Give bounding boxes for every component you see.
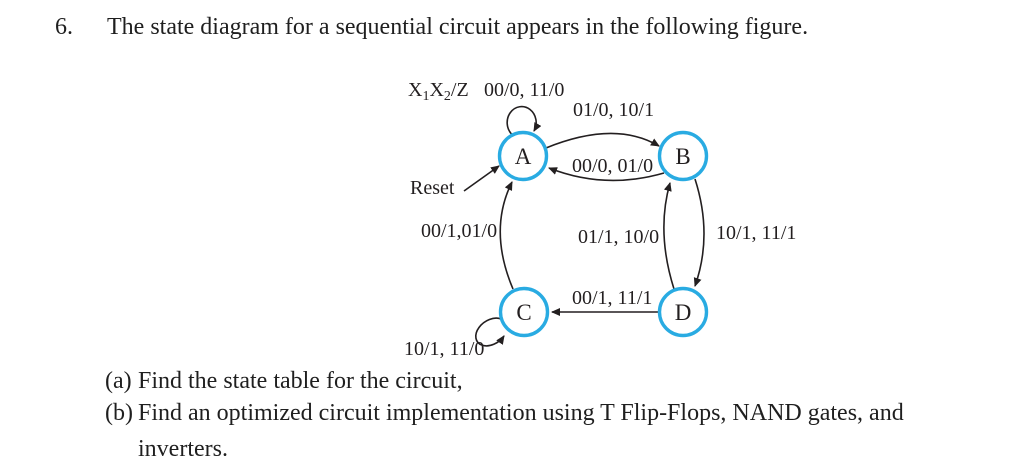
transition-arc-a-self	[506, 105, 542, 136]
problem-number: 6.	[55, 14, 73, 40]
state-circle-B	[657, 130, 709, 182]
question-a-label: (a)	[105, 368, 132, 394]
question-a-text: Find the state table for the circuit,	[138, 368, 463, 394]
transition-arc-a-to-b	[545, 132, 660, 149]
transition-arc-b-to-a	[548, 167, 665, 182]
state-circle-C	[498, 286, 550, 338]
state-circle-A	[497, 130, 549, 182]
transition-label-c-to-a: 00/1,01/0	[421, 220, 497, 242]
state-circle-D	[657, 286, 709, 338]
transition-label-b-to-d: 10/1, 11/1	[716, 222, 796, 244]
reset-arrow	[463, 165, 500, 192]
state-node-B: B	[657, 130, 709, 182]
transition-label-d-to-b: 01/1, 10/0	[578, 226, 659, 248]
reset-label: Reset	[410, 177, 455, 199]
state-label-D: D	[675, 300, 692, 325]
state-node-C: C	[498, 286, 550, 338]
transition-arc-c-self	[475, 317, 505, 347]
question-b-text-line2: inverters.	[138, 436, 228, 462]
transition-arc-b-to-d	[693, 178, 705, 287]
transition-arc-c-to-a	[499, 181, 514, 290]
question-b-label: (b)	[105, 400, 133, 426]
state-node-D: D	[657, 286, 709, 338]
state-node-A: A	[497, 130, 549, 182]
state-label-C: C	[516, 300, 531, 325]
transition-label-a-self: 00/0, 11/0	[484, 79, 564, 101]
transition-label-b-to-a: 00/0, 01/0	[572, 155, 653, 177]
transition-label-c-self: 10/1, 11/0	[404, 338, 484, 360]
transition-arc-d-to-b	[663, 182, 675, 290]
problem-statement: The state diagram for a sequential circu…	[107, 14, 809, 40]
state-label-A: A	[515, 144, 532, 169]
transition-label-d-to-c: 00/1, 11/1	[572, 287, 652, 309]
question-b-text-line1: Find an optimized circuit implementation…	[138, 400, 904, 426]
transition-label-a-to-b: 01/0, 10/1	[573, 99, 654, 121]
state-label-B: B	[675, 144, 690, 169]
input-format-label: X1X2/Z	[408, 79, 469, 104]
